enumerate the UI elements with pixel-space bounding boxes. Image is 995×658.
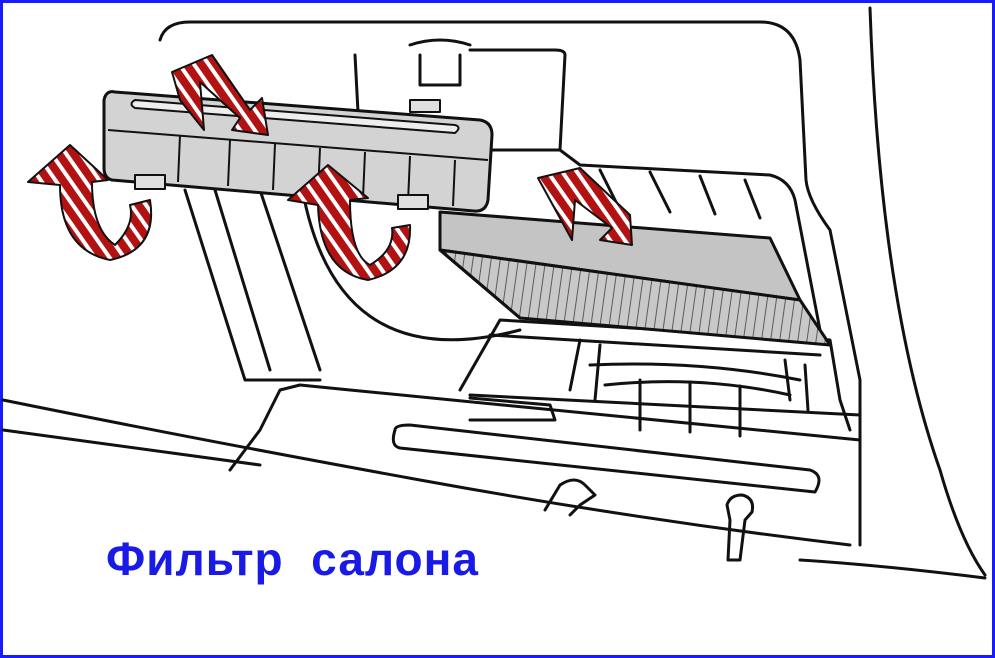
pull-up-arrow bbox=[537, 167, 633, 246]
diagram-caption: Фильтр салона bbox=[106, 533, 479, 585]
curved-unclip-arrow bbox=[27, 144, 153, 261]
cabin-filter bbox=[438, 210, 832, 347]
curved-unclip-arrow bbox=[287, 164, 412, 281]
slot-frame-lower bbox=[458, 318, 852, 432]
dashboard-edge bbox=[868, 6, 987, 577]
pull-up-arrow bbox=[171, 54, 269, 136]
glovebox-housing bbox=[158, 20, 862, 542]
